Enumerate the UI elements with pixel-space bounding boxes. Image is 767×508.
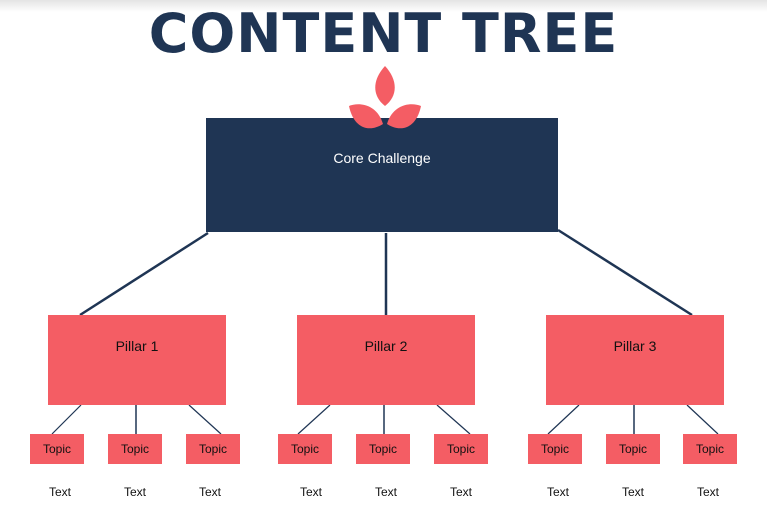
pillar-3-topic-2-box: Topic <box>606 434 660 464</box>
three-petal-lotus-icon <box>349 66 421 129</box>
lotus-right-petal <box>387 104 421 129</box>
connector-core-pillar-3 <box>557 228 693 317</box>
connector-p2-topic-1 <box>297 404 331 435</box>
pillar-1-label: Pillar 1 <box>115 338 159 354</box>
pillar-1-topic-2-box: Topic <box>108 434 162 464</box>
core-challenge-box: Core Challenge <box>206 118 558 232</box>
connector-p2-topic-3 <box>436 404 471 435</box>
top-shade <box>0 0 767 12</box>
connector-p3-topic-1 <box>547 404 580 435</box>
topic-label: Topic <box>618 442 647 456</box>
pillar-2-topic-1-box: Topic <box>278 434 332 464</box>
topic-label: Topic <box>198 442 227 456</box>
topic-label: Topic <box>120 442 149 456</box>
pillar-2-box: Pillar 2 <box>297 315 475 405</box>
core-challenge-label: Core Challenge <box>333 150 431 166</box>
leaf-text: Text <box>198 485 221 499</box>
leaf-text: Text <box>123 485 146 499</box>
pillar-1-topic-3-box: Topic <box>186 434 240 464</box>
pillar-3-box: Pillar 3 <box>546 315 724 405</box>
leaf-text: Text <box>546 485 569 499</box>
pillar-2-topic-3-box: Topic <box>434 434 488 464</box>
pillar-2-label: Pillar 2 <box>364 338 408 354</box>
topic-label: Topic <box>368 442 397 456</box>
page-title: CONTENT TREE <box>148 2 619 65</box>
connector-p3-topic-3 <box>686 404 719 435</box>
topic-label: Topic <box>695 442 724 456</box>
topic-label: Topic <box>42 442 71 456</box>
leaf-text: Text <box>374 485 397 499</box>
lotus-center-petal <box>375 66 395 106</box>
leaf-text: Text <box>299 485 322 499</box>
pillar-3-label: Pillar 3 <box>613 338 657 354</box>
connector-core-pillar-1 <box>79 231 209 317</box>
pillar-3-topic-3-box: Topic <box>683 434 737 464</box>
pillar-1-topic-1-box: Topic <box>30 434 84 464</box>
connector-p1-topic-3 <box>188 404 222 435</box>
pillar-1-box: Pillar 1 <box>48 315 226 405</box>
leaf-text: Text <box>48 485 71 499</box>
leaf-text: Text <box>449 485 472 499</box>
topic-label: Topic <box>540 442 569 456</box>
leaf-text: Text <box>696 485 719 499</box>
lotus-left-petal <box>349 104 383 129</box>
topic-label: Topic <box>290 442 319 456</box>
pillar-2-topic-2-box: Topic <box>356 434 410 464</box>
leaf-text: Text <box>621 485 644 499</box>
topic-label: Topic <box>446 442 475 456</box>
pillar-3-topic-1-box: Topic <box>528 434 582 464</box>
connector-p1-topic-1 <box>51 404 82 435</box>
